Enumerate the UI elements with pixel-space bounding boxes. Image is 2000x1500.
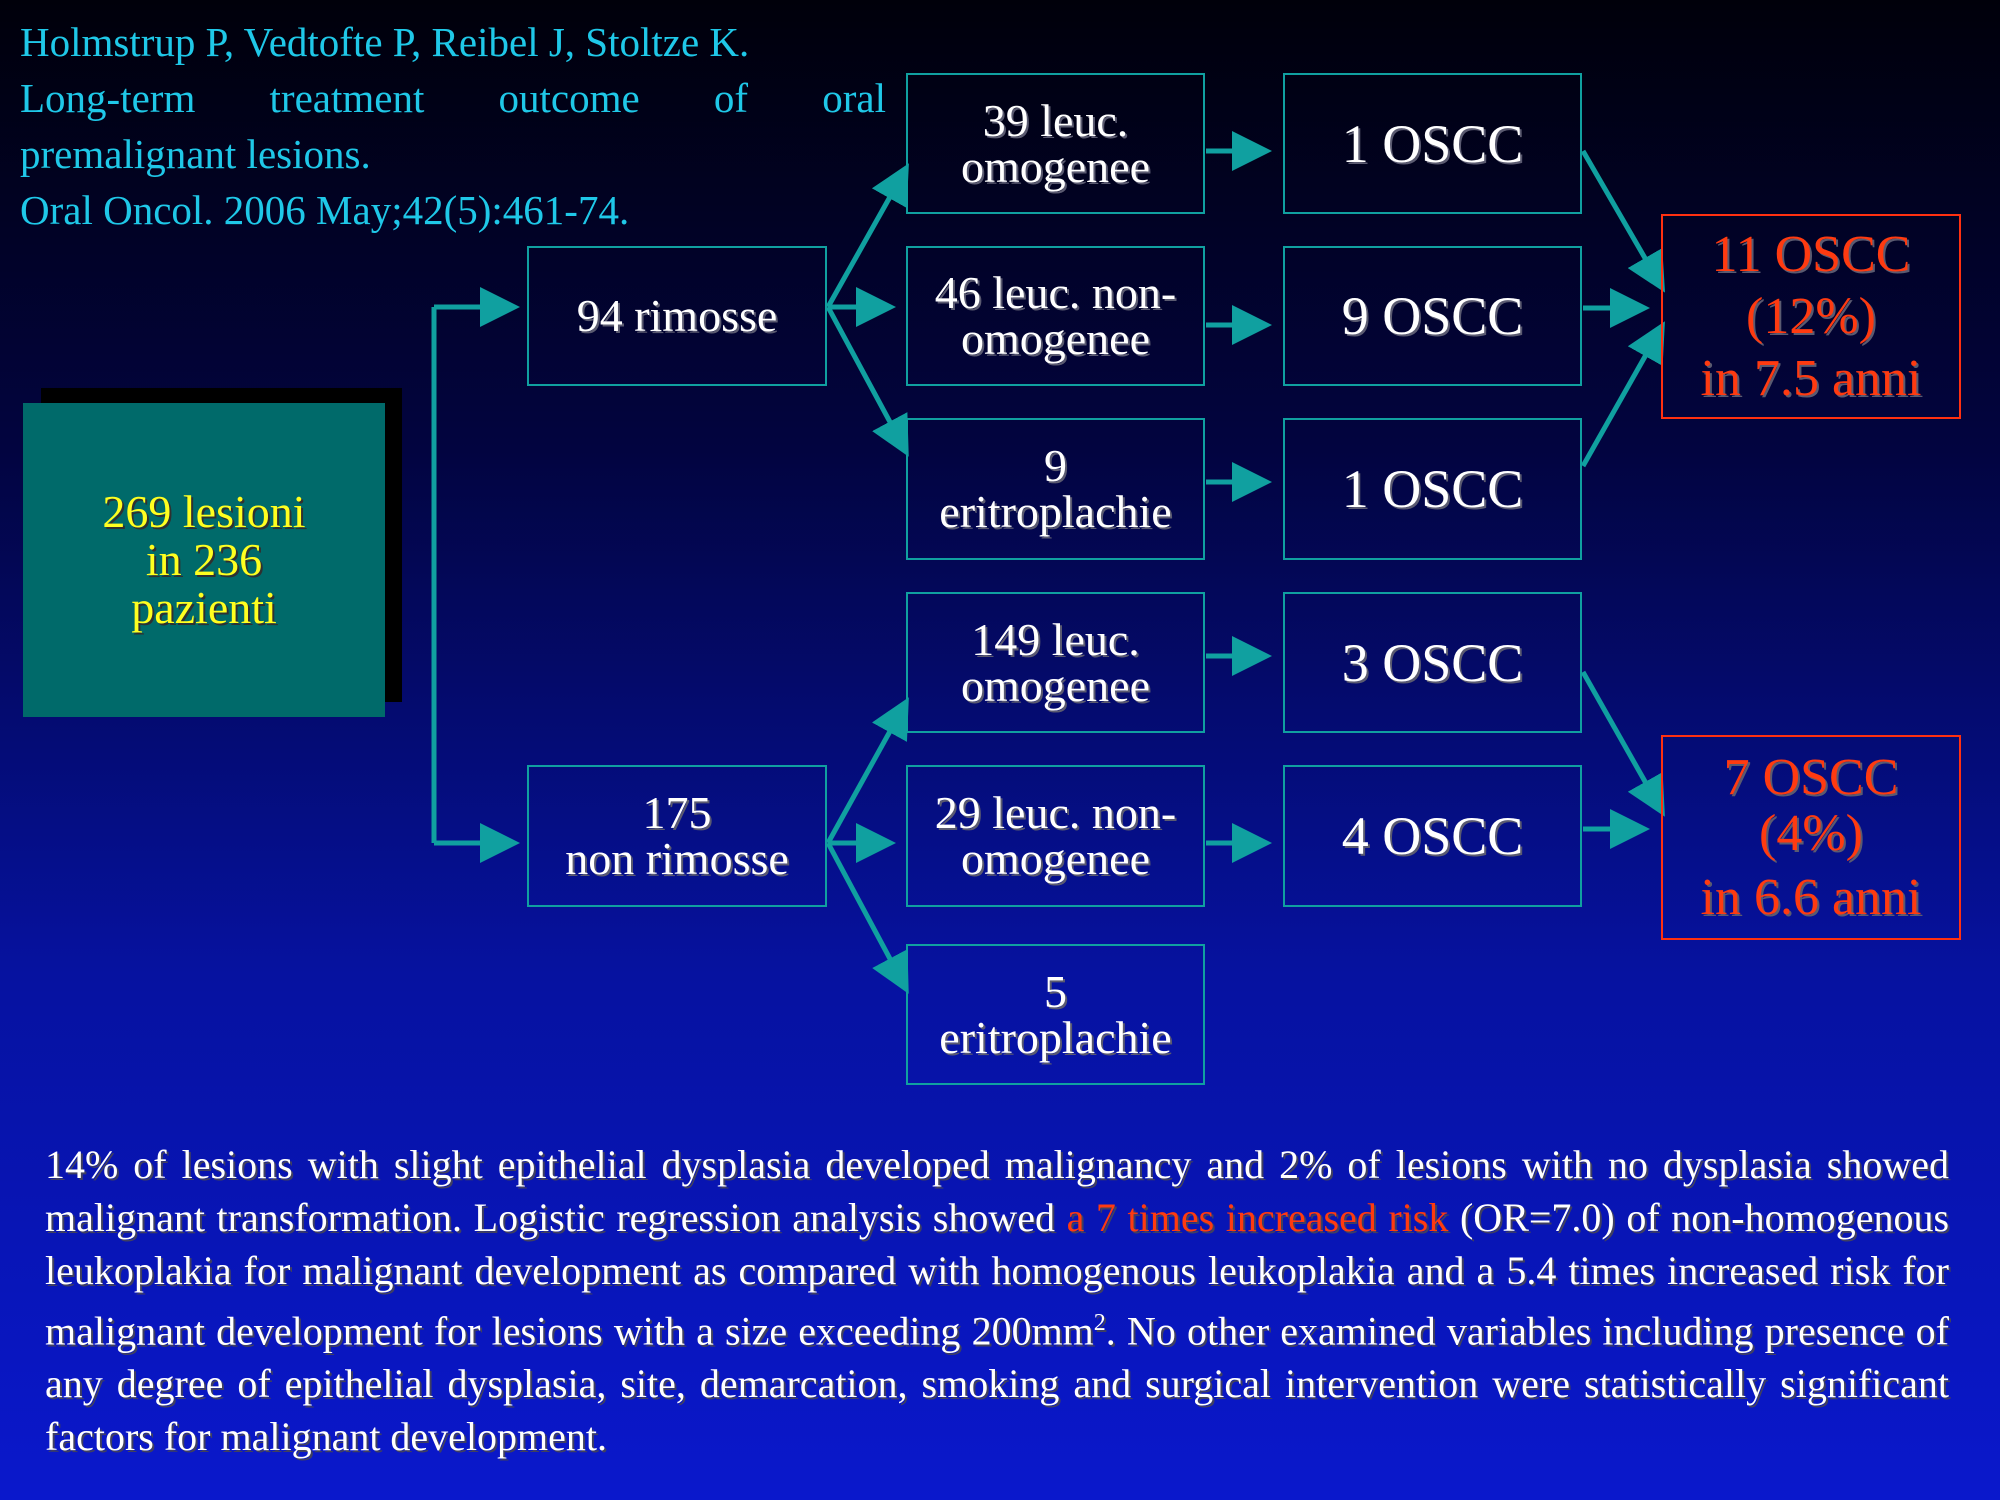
subtype-line1: 46 leuc. non- [934,267,1177,318]
group-box-rimosse: 94 rimosse [527,246,827,386]
total-box-removed: 11 OSCC (12%) in 7.5 anni [1661,214,1961,419]
group-label: 175 [642,787,712,838]
arrow-1oscc-b-to-total [1580,321,1665,468]
paragraph-text: (OR=7.0) of non-homogenous leukoplakia f… [45,1195,1950,1354]
outcome-box: 1 OSCC [1283,73,1582,214]
subtype-line1: 9 [1044,440,1067,491]
subtype-line2: omogenee [960,140,1151,192]
total-percent: (12%) [1746,287,1876,345]
outcome-box: 4 OSCC [1283,765,1582,907]
subtype-line2: omogenee [960,833,1151,884]
total-duration: in 7.5 anni [1700,349,1922,407]
subtype-line2: omogenee [960,313,1151,364]
outcome-label: 4 OSCC [1341,806,1524,866]
outcome-label: 9 OSCC [1341,286,1524,346]
total-duration: in 6.6 anni [1700,868,1922,926]
group-label: non rimosse [565,833,789,884]
outcome-box: 1 OSCC [1283,418,1582,560]
outcome-label: 3 OSCC [1341,632,1524,693]
total-count: 7 OSCC [1723,748,1899,806]
outcome-box: 9 OSCC [1283,246,1582,386]
subtype-line2: eritroplachie [939,1011,1172,1063]
arrow-1oscc-to-total [1580,149,1666,293]
subtype-line2: eritroplachie [939,486,1172,537]
arrow-rimosse-to-39 [825,163,909,309]
subtype-box: 46 leuc. non-omogenee [906,246,1205,386]
total-box-not-removed: 7 OSCC (4%) in 6.6 anni [1661,735,1961,940]
arrow-rimosse-to-9 [825,305,909,457]
subtype-box: 29 leuc. non-omogenee [906,765,1205,907]
total-percent: (4%) [1759,804,1863,862]
subtype-box: 149 leuc.omogenee [906,592,1205,733]
subtype-line2: omogenee [960,659,1151,711]
subtype-box: 39 leuc.omogenee [906,73,1205,214]
root-line3: pazienti [131,582,277,633]
citation-authors: Holmstrup P, Vedtofte P, Reibel J, Stolt… [20,19,750,65]
root-line1: 269 lesioni [102,486,306,537]
paragraph-text: . No other examined variables including … [45,1308,1949,1460]
citation: Holmstrup P, Vedtofte P, Reibel J, Stolt… [20,14,886,238]
arrow-3oscc-to-total [1580,670,1665,817]
paragraph-text: 14% of lesions with slight epithelial dy… [45,1142,1949,1240]
arrow-nonrim-to-149 [825,697,909,845]
root-box: 269 lesioni in 236 pazienti [23,403,385,717]
root-line2: in 236 [145,534,263,585]
citation-title-line1: Long-term treatment outcome of oral [20,75,886,121]
group-label: 94 rimosse [576,290,778,341]
outcome-box: 3 OSCC [1283,592,1582,733]
group-box-non-rimosse: 175 non rimosse [527,765,827,907]
subtype-line1: 39 leuc. [982,94,1129,146]
subtype-line1: 149 leuc. [971,613,1140,665]
paragraph-highlight: a 7 times increased risk [1066,1195,1449,1240]
citation-title-line2: premalignant lesions. [20,131,371,177]
arrow-nonrim-to-5 [825,841,909,994]
citation-journal: Oral Oncol. 2006 May;42(5):461-74. [20,187,630,233]
subtype-line1: 5 [1044,965,1067,1017]
summary-paragraph: 14% of lesions with slight epithelial dy… [45,1138,1949,1463]
outcome-label: 1 OSCC [1341,459,1524,519]
superscript: 2 [1093,1310,1106,1336]
total-count: 11 OSCC [1711,225,1911,283]
outcome-label: 1 OSCC [1341,113,1524,174]
subtype-line1: 29 leuc. non- [934,787,1177,838]
